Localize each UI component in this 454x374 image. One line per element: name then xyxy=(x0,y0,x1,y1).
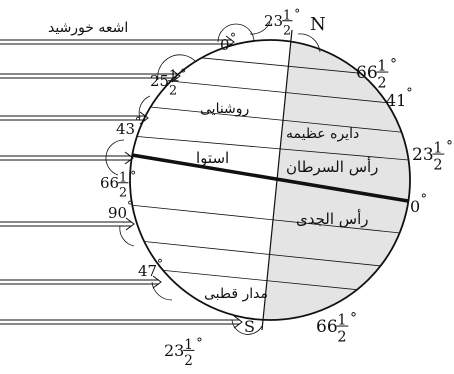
equator-label: استوا xyxy=(196,149,229,167)
angle-whole: 23 xyxy=(264,12,283,30)
equator-line xyxy=(130,151,410,205)
angle-right-0: 0° xyxy=(410,192,427,216)
angle-degree: ° xyxy=(294,7,300,21)
angle-degree: ° xyxy=(157,257,163,271)
angle-arcs xyxy=(105,21,321,335)
angle-left-47: 47° xyxy=(138,257,163,280)
illumination-circle-label-a: روشنایی xyxy=(200,101,249,117)
angle-frac-den: 2 xyxy=(184,353,193,369)
angle-whole: 66 xyxy=(356,63,378,83)
angle-degree: ° xyxy=(421,192,427,207)
angle-frac-den: 2 xyxy=(283,23,291,38)
tropic-cancer-label: رأس السرطان xyxy=(286,157,378,176)
sun-rays-label: اشعه خورشید xyxy=(48,20,128,36)
angle-whole: 43 xyxy=(116,120,135,138)
tropic-capricorn-label: رأس الجدی xyxy=(296,209,369,228)
sun-ray-arrow xyxy=(0,35,235,49)
angle-frac-num: 1 xyxy=(283,8,291,23)
angle-whole: 23 xyxy=(412,145,434,165)
angle-whole: 0 xyxy=(410,197,420,216)
angle-frac-num: 1 xyxy=(433,140,442,156)
angle-whole: 0 xyxy=(220,36,230,54)
angle-whole: 47 xyxy=(138,262,157,280)
angle-left-90: 90° xyxy=(108,199,133,222)
illumination-circle-label-b: دایره عظیمه xyxy=(286,126,359,142)
angle-degree: ° xyxy=(446,139,453,155)
angle-right-41: 41° xyxy=(386,86,413,110)
angle-frac-den: 2 xyxy=(433,157,442,173)
angle-whole: 41 xyxy=(386,91,406,110)
polar-circle-label: مدار قطبی xyxy=(204,286,268,302)
angle-frac-num: 1 xyxy=(337,312,346,328)
angle-left-0: 0° xyxy=(220,31,236,54)
angle-whole: 23 xyxy=(164,341,184,360)
angle-frac-num: 1 xyxy=(184,337,193,353)
sun-rays xyxy=(0,35,243,329)
angle-frac-den: 2 xyxy=(377,75,386,91)
north-pole-label: N xyxy=(310,14,326,35)
angle-degree: ° xyxy=(135,115,141,129)
sun-ray-arrow xyxy=(0,217,135,231)
angle-whole: 90 xyxy=(108,204,127,222)
angle-degree: ° xyxy=(230,31,236,45)
angle-degree: ° xyxy=(127,199,133,213)
sun-ray-arrow xyxy=(0,275,162,289)
angle-degree: ° xyxy=(390,57,397,73)
south-pole-label: S xyxy=(244,317,255,336)
angle-degree: ° xyxy=(406,86,412,101)
angle-left-43: 43° xyxy=(116,115,141,138)
sun-ray-arrow xyxy=(0,111,149,125)
angle-frac-num: 1 xyxy=(377,58,386,74)
angle-degree: ° xyxy=(196,336,202,351)
angle-whole: 25 xyxy=(150,72,169,90)
angle-frac-den: 2 xyxy=(337,329,346,345)
angle-frac-den: 2 xyxy=(119,185,127,200)
illumination-circle-line xyxy=(261,29,293,331)
sun-ray-arrow xyxy=(0,151,134,165)
angle-frac-num: 1 xyxy=(119,170,127,185)
angle-whole: 66 xyxy=(100,174,119,192)
earth-globe xyxy=(129,39,411,321)
sun-ray-arrow xyxy=(0,315,243,329)
angle-degree: ° xyxy=(130,169,136,183)
angle-frac-num: 1 xyxy=(169,68,177,83)
sun-ray-arrow xyxy=(0,69,181,83)
angle-degree: ° xyxy=(350,311,357,327)
angle-whole: 66 xyxy=(316,317,338,337)
angle-degree: ° xyxy=(180,67,186,81)
angle-frac-den: 2 xyxy=(169,83,177,98)
